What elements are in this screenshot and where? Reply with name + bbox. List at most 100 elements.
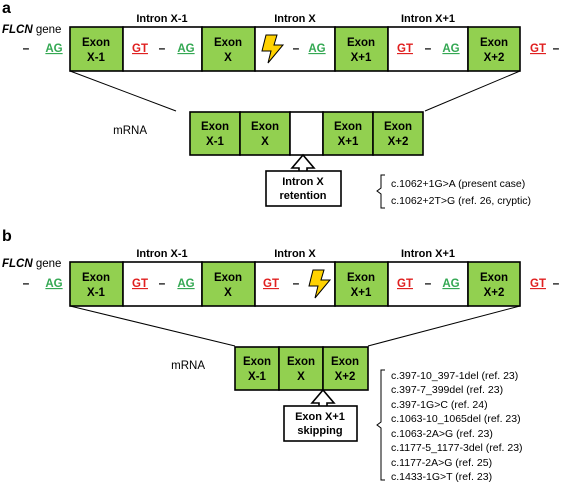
panel-b-exon-label: X-1 [87, 287, 106, 299]
panel-a-event-box [265, 170, 342, 207]
panel-a-exon-label: X-1 [87, 52, 106, 64]
panel-b-callout-arrow [310, 388, 336, 408]
panel-a-dash: – [553, 41, 560, 55]
panel-b-mrna-exon-label: Exon [243, 356, 271, 368]
panel-b-mrna-exon-label: X-1 [248, 371, 267, 383]
panel-b-gene-label: FLCN gene [2, 258, 61, 270]
panel-a-intron-box [387, 26, 469, 72]
panel-a-exon-label: X+2 [484, 52, 505, 64]
panel-b-intron-box [387, 261, 469, 307]
panel-a-mrna-exon-label: Exon [251, 121, 279, 133]
panel-a-mrna-exon-box [322, 111, 374, 156]
panel-b-exon-label: Exon [82, 272, 110, 284]
panel-b-donor-site: GT [397, 278, 413, 290]
panel-b-mrna-exon-label: Exon [331, 356, 359, 368]
panel-b-event-label: skipping [297, 425, 342, 437]
panel-b-intron-header: Intron X [274, 248, 316, 260]
panel-a-mrna-exon-label: X+2 [388, 136, 409, 148]
panel-a-exon-label: Exon [214, 37, 242, 49]
panel-a-exon-box [201, 26, 256, 72]
panel-b-dash: – [425, 276, 432, 290]
panel-a-mrna-exon-label: Exon [384, 121, 412, 133]
panel-b-acceptor-site: AG [45, 278, 62, 290]
panel-b-dash: – [159, 276, 166, 290]
panel-b-intron-header: Intron X+1 [401, 248, 455, 260]
panel-b-variant-bracket [376, 369, 385, 481]
panel-b-donor-site: GT [263, 278, 279, 290]
panel-b-variant: c.1063-10_1065del (ref. 23) [391, 413, 521, 425]
lightning-icon [308, 269, 332, 299]
panel-a-label: a [2, 0, 11, 17]
panel-a-acceptor-site: AG [442, 43, 459, 55]
panel-a-mrna-exon-label: Exon [201, 121, 229, 133]
panel-a-variant-bracket [376, 174, 385, 209]
panel-b-mrna-exon-label: X [297, 371, 305, 383]
panel-a-acceptor-site: AG [308, 43, 325, 55]
panel-b-gene-name: FLCN [2, 258, 33, 270]
panel-a-mrna-exon-label: X [261, 136, 269, 148]
panel-a-dash: – [159, 41, 166, 55]
panel-b-projection-line [367, 305, 521, 347]
panel-a-mrna-exon-box [189, 111, 241, 156]
panel-a-intron-box [122, 26, 203, 72]
panel-a-donor-site: GT [132, 43, 148, 55]
panel-a-mrna-exon-label: X+1 [338, 136, 359, 148]
panel-b-mrna-exon-box [278, 346, 324, 391]
panel-a-exon-label: Exon [480, 37, 508, 49]
panel-a-exon-box [69, 26, 124, 72]
panel-a-dash: – [23, 41, 30, 55]
panel-b-dash: – [23, 276, 30, 290]
panel-a-event-label: retention [279, 190, 326, 202]
panel-b-projection-line [69, 305, 236, 347]
panel-a-mrna-exon-label: Exon [334, 121, 362, 133]
panel-b-donor-site: GT [530, 278, 546, 290]
panel-a-gene-label: FLCN gene [2, 24, 61, 36]
panel-a-mrna-exon-box [239, 111, 291, 156]
panel-b-exon-label: X+1 [351, 287, 372, 299]
panel-b-exon-label: Exon [480, 272, 508, 284]
panel-b-exon-label: Exon [214, 272, 242, 284]
panel-b-mrna-exon-box [234, 346, 280, 391]
panel-a-retained-intron-box [289, 111, 324, 156]
panel-a-callout-arrow [290, 153, 316, 173]
panel-a-projection-line [424, 70, 521, 112]
panel-b-mrna-label: mRNA [171, 360, 205, 372]
panel-b-acceptor-site: AG [177, 278, 194, 290]
panel-b-mrna-exon-label: Exon [287, 356, 315, 368]
panel-a-intron-header: Intron X-1 [136, 13, 187, 25]
panel-a-exon-label: X [224, 52, 232, 64]
panel-a-intron-header: Intron X [274, 13, 316, 25]
lightning-icon [261, 34, 285, 64]
panel-b-dash: – [293, 276, 300, 290]
panel-a-dash: – [425, 41, 432, 55]
panel-a-intron-header: Intron X+1 [401, 13, 455, 25]
panel-b-variant: c.397-10_397-1del (ref. 23) [391, 370, 518, 382]
panel-a-acceptor-site: AG [177, 43, 194, 55]
panel-a-projection-line [69, 70, 177, 112]
panel-b-variant: c.1177-2A>G (ref. 25) [391, 457, 492, 469]
panel-b-exon-box [467, 261, 521, 307]
panel-a-gene-suffix: gene [33, 24, 62, 36]
panel-b-variant: c.397-1G>C (ref. 24) [391, 399, 488, 411]
panel-a-event-label: Intron X [282, 176, 324, 188]
panel-a-mrna-exon-label: X-1 [206, 136, 225, 148]
panel-b-gene-suffix: gene [33, 258, 62, 270]
panel-a-exon-label: X+1 [351, 52, 372, 64]
panel-a-mrna-exon-box [372, 111, 424, 156]
panel-b-event-label: Exon X+1 [295, 411, 345, 423]
lightning-icon [308, 269, 332, 299]
panel-a-exon-label: Exon [347, 37, 375, 49]
panel-b-event-box [283, 405, 358, 442]
panel-b-exon-box [201, 261, 256, 307]
panel-b-dash: – [553, 276, 560, 290]
panel-a-exon-box [467, 26, 521, 72]
panel-a-acceptor-site: AG [45, 43, 62, 55]
panel-a-donor-site: GT [530, 43, 546, 55]
panel-b-label: b [2, 228, 12, 245]
panel-b-intron-header: Intron X-1 [136, 248, 187, 260]
panel-b-intron-box [122, 261, 203, 307]
panel-a-exon-box [334, 26, 389, 72]
panel-b-acceptor-site: AG [442, 278, 459, 290]
panel-b-exon-label: X+2 [484, 287, 505, 299]
